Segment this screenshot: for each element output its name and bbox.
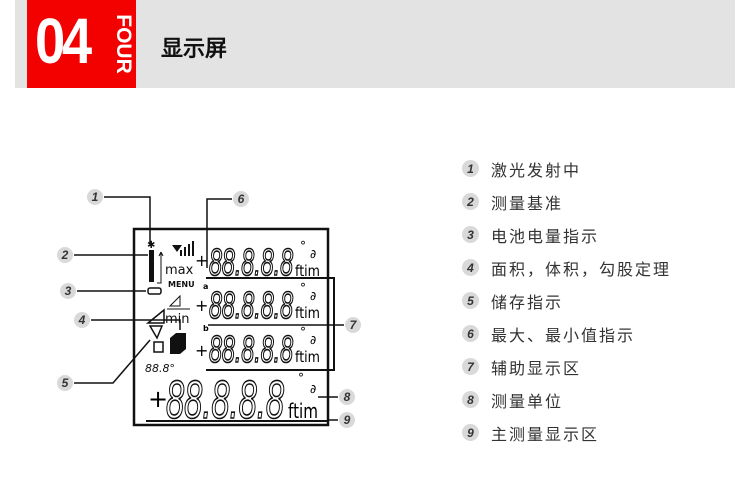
main-display-row: + 88.8.8.8 ° ∂ ftim [148,369,318,431]
callout-8: 8 [344,390,351,404]
legend-text: 辅助显示区 [491,358,582,378]
legend-text: 面积，体积，勾股定理 [491,259,672,279]
page-title: 显示屏 [161,37,228,62]
legend-text: 储存指示 [491,292,564,312]
callout-7: 7 [350,318,358,332]
legend-item: 6 最大、最小值指示 [462,317,671,350]
pythagoras-icon [145,308,165,340]
legend-text: 主测量显示区 [491,424,600,444]
partial-sign: ∂ [310,382,316,396]
volume-icon [170,333,186,354]
callout-4: 4 [78,313,86,327]
partial-sign: ∂ [310,333,316,347]
leader-lines [74,196,344,421]
laser-icon: ✱ [147,240,155,251]
callout-3: 3 [65,284,72,298]
row-b-label: b [203,324,209,333]
legend-number: 3 [462,226,479,243]
main-digits: 88.8.8.8 [166,370,284,430]
legend-item: 8 测量单位 [462,383,671,416]
legend-item: 5 储存指示 [462,284,671,317]
partial-sign: ∂ [310,289,316,303]
legend-item: 3 电池电量指示 [462,218,671,251]
legend-item: 7 辅助显示区 [462,350,671,383]
battery-icon [147,287,162,295]
legend-text: 激光发射中 [491,160,582,180]
section-badge: 04 FOUR [27,0,136,88]
degree-sign: ° [298,371,304,385]
legend-text: 最大、最小值指示 [491,325,636,345]
legend-number: 9 [462,424,479,441]
plus-sign: + [148,385,168,413]
legend-number: 2 [462,193,479,210]
legend-text: 电池电量指示 [491,226,600,246]
legend-number: 7 [462,358,479,375]
aux-row-2: + 88.8.8.8 ° ∂ ftim [195,281,320,328]
aux-row-3: + 88.8.8.8 ° ∂ ftim [195,325,320,372]
menu-label: MENU [168,280,195,289]
unit-label: ftim [295,348,320,366]
memory-icon [153,341,164,353]
legend-item: 2 测量基准 [462,185,671,218]
lcd-frame [132,227,330,427]
partial-sign: ∂ [310,247,316,261]
reference-arrow-icon [157,251,164,284]
unit-label: ftim [295,304,320,322]
callout-2: 2 [61,248,69,262]
row-a-label: a [203,282,208,291]
degree-sign: ° [300,325,306,339]
callout-9: 9 [344,413,351,427]
unit-label: ftim [288,399,318,423]
svg-text:✱: ✱ [147,240,155,251]
plus-sign: + [195,296,208,315]
aux-digits: 88.8.8.8 [209,329,293,371]
callout-1: 1 [92,190,99,204]
legend-item: 1 激光发射中 [462,152,671,185]
triangle-icon [168,294,181,307]
legend-number: 6 [462,325,479,342]
aux-row-1: + 88.8.8.8 ° ∂ ftim [195,239,320,285]
legend-number: 8 [462,391,479,408]
unit-label: ftim [295,262,320,280]
plus-sign: + [195,251,208,270]
callout-markers: 1 2 3 4 5 6 7 8 9 [57,189,361,428]
reference-bar-icon [149,250,154,282]
aux-digits: 88.8.8.8 [209,285,293,327]
angle-readout: 88.8° [145,362,175,375]
legend-text: 测量基准 [491,193,564,213]
legend-number: 4 [462,259,479,276]
min-label: min [165,312,190,327]
legend-item: 9 主测量显示区 [462,416,671,449]
legend-text: 测量单位 [491,391,564,411]
legend-item: 4 面积，体积，勾股定理 [462,251,671,284]
plus-sign: + [195,341,208,360]
signal-icon [172,241,194,256]
degree-sign: ° [300,281,306,295]
degree-sign: ° [300,239,306,253]
legend-number: 5 [462,292,479,309]
callout-5: 5 [62,376,69,390]
max-label: max [165,263,194,278]
legend-number: 1 [462,160,479,177]
badge-number: 04 [35,5,92,77]
legend-list: 1 激光发射中 2 测量基准 3 电池电量指示 4 面积，体积，勾股定理 5 储存指示 6… [462,152,671,449]
callout-6: 6 [238,192,245,206]
aux-digits: 88.8.8.8 [209,242,293,284]
aux-area-frame [206,277,335,371]
